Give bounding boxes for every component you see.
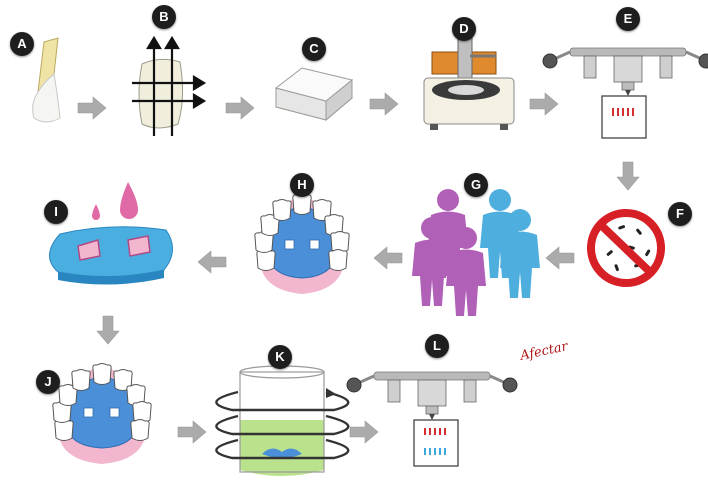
ultrasonic-bath-icon <box>215 365 350 476</box>
measurement-grid-icon <box>132 35 207 136</box>
step-badge-e: E <box>616 7 640 31</box>
volunteers-icon <box>412 189 540 316</box>
step-badge-a: A <box>10 32 34 56</box>
tooth-crown-icon <box>32 37 61 123</box>
step-badge-i: I <box>44 200 68 224</box>
step-badge-d: D <box>452 17 476 41</box>
profilometer-icon <box>345 370 519 467</box>
step-badge-f: F <box>668 202 692 226</box>
step-badge-c: C <box>302 37 326 61</box>
step-badge-k: K <box>268 345 292 369</box>
specimen-block-icon <box>274 67 354 122</box>
polishing-machine-icon <box>423 37 515 130</box>
no-bacteria-icon <box>587 209 665 287</box>
step-badge-b: B <box>152 5 176 29</box>
step-badge-l: L <box>425 334 449 358</box>
maxillary-appliance-icon <box>52 363 152 464</box>
maxillary-appliance-icon <box>254 193 350 294</box>
step-badge-h: H <box>290 173 314 197</box>
step-badge-j: J <box>36 370 60 394</box>
profilometer-icon <box>541 46 708 139</box>
step-badge-g: G <box>464 173 488 197</box>
surface-contamination-icon <box>49 182 173 285</box>
